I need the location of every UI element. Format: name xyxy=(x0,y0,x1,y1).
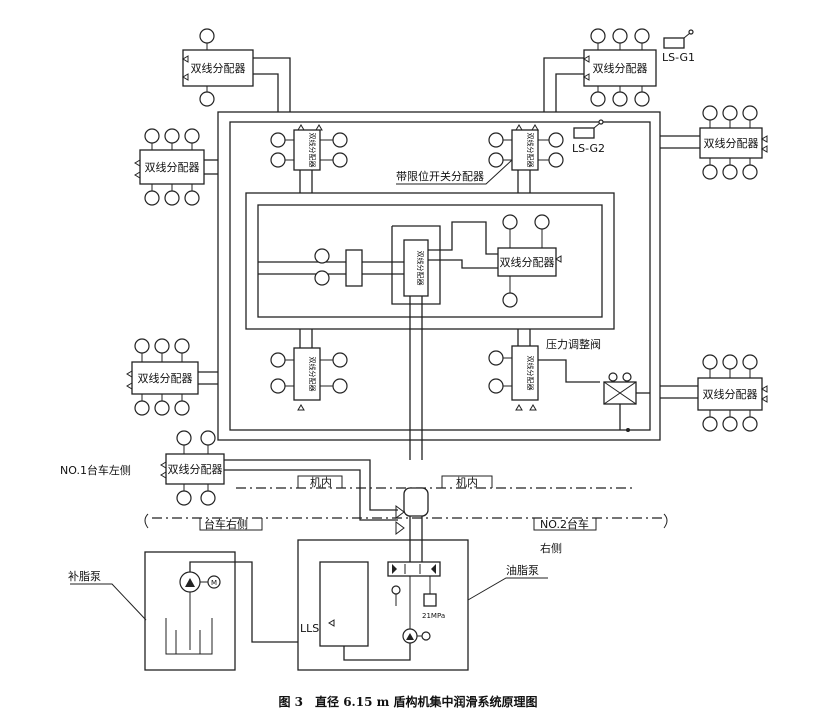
ls-g1-label: LS-G1 xyxy=(662,51,695,64)
motor-label: M xyxy=(211,579,217,587)
distributor-right-lower: 双线分配器 xyxy=(660,354,768,432)
oil-grease-pump: LLS 21MPa xyxy=(297,539,469,671)
svg-text:双线分配器: 双线分配器 xyxy=(416,251,425,286)
figure-caption: 图 3 直径 6.15 m 盾构机集中润滑系统原理图 xyxy=(279,694,538,709)
limit-switch-ls-g1: LS-G1 xyxy=(662,29,695,64)
svg-text:双线分配器: 双线分配器 xyxy=(308,357,317,392)
center-distributor: 双线分配器 xyxy=(258,225,441,460)
pressure-label: 21MPa xyxy=(422,612,445,620)
grease-pump-leader xyxy=(70,583,147,621)
distributor-label: 双线分配器 xyxy=(703,387,758,401)
svg-text:双线分配器: 双线分配器 xyxy=(526,133,535,168)
oil-pump-leader xyxy=(467,577,548,601)
center-right-distributor: 双线分配器 xyxy=(428,214,562,308)
right-side-label: 右侧 xyxy=(540,541,562,555)
small-distributor-bottom-right: 双线分配器 xyxy=(488,329,600,411)
distributor-top-right: 双线分配器 xyxy=(543,28,657,112)
distributor-label: 双线分配器 xyxy=(593,61,648,75)
frame-outer xyxy=(217,111,661,441)
svg-text:双线分配器: 双线分配器 xyxy=(526,356,535,391)
rotary-joint xyxy=(395,487,429,562)
distributor-label: 双线分配器 xyxy=(704,136,759,150)
pressure-valve-label: 压力调整阀 xyxy=(546,337,601,351)
frame-inner xyxy=(245,192,615,330)
grease-pump-label: 补脂泵 xyxy=(68,569,101,583)
machine-inside-divider: 机内 机内 xyxy=(236,475,636,489)
limit-distributor-label: 带限位开关分配器 xyxy=(396,169,484,183)
distributor-left-lower: 双线分配器 xyxy=(126,338,218,416)
distributor-label: 双线分配器 xyxy=(168,462,223,476)
distributor-top-left: 双线分配器 xyxy=(182,28,291,112)
pressure-valve: 压力调整阀 xyxy=(546,337,650,432)
lls-label: LLS xyxy=(300,622,319,635)
svg-text:双线分配器: 双线分配器 xyxy=(308,133,317,168)
distributor-label: 双线分配器 xyxy=(145,160,200,174)
oil-pump-label: 油脂泵 xyxy=(506,563,539,577)
car-right-label: 台车右侧 xyxy=(204,517,248,531)
distributor-left-upper: 双线分配器 xyxy=(134,128,218,206)
distributor-label: 双线分配器 xyxy=(500,255,555,269)
no2-car-label: NO.2台车 xyxy=(540,517,589,531)
car-divider: 台车右侧 NO.2台车 右侧 xyxy=(144,513,668,555)
distributor-label: 双线分配器 xyxy=(138,371,193,385)
grease-supply-pump: M xyxy=(144,551,298,671)
limit-switch-callout: 带限位开关分配器 xyxy=(396,159,513,185)
distributor-label: 双线分配器 xyxy=(191,61,246,75)
small-distributor-bottom-left: 双线分配器 xyxy=(270,329,348,411)
ls-g2-label: LS-G2 xyxy=(572,142,605,155)
limit-switch-ls-g2: LS-G2 xyxy=(572,119,605,155)
jinei-label-2: 机内 xyxy=(456,475,478,489)
jinei-label-1: 机内 xyxy=(310,475,332,489)
no1-left-label: NO.1台车左侧 xyxy=(60,463,131,477)
distributor-right-upper: 双线分配器 xyxy=(660,105,768,180)
small-distributor-top-left: 双线分配器 xyxy=(270,124,348,193)
small-distributor-top-right: 双线分配器 xyxy=(488,124,564,193)
distributor-no1-left: 双线分配器 xyxy=(160,430,398,521)
